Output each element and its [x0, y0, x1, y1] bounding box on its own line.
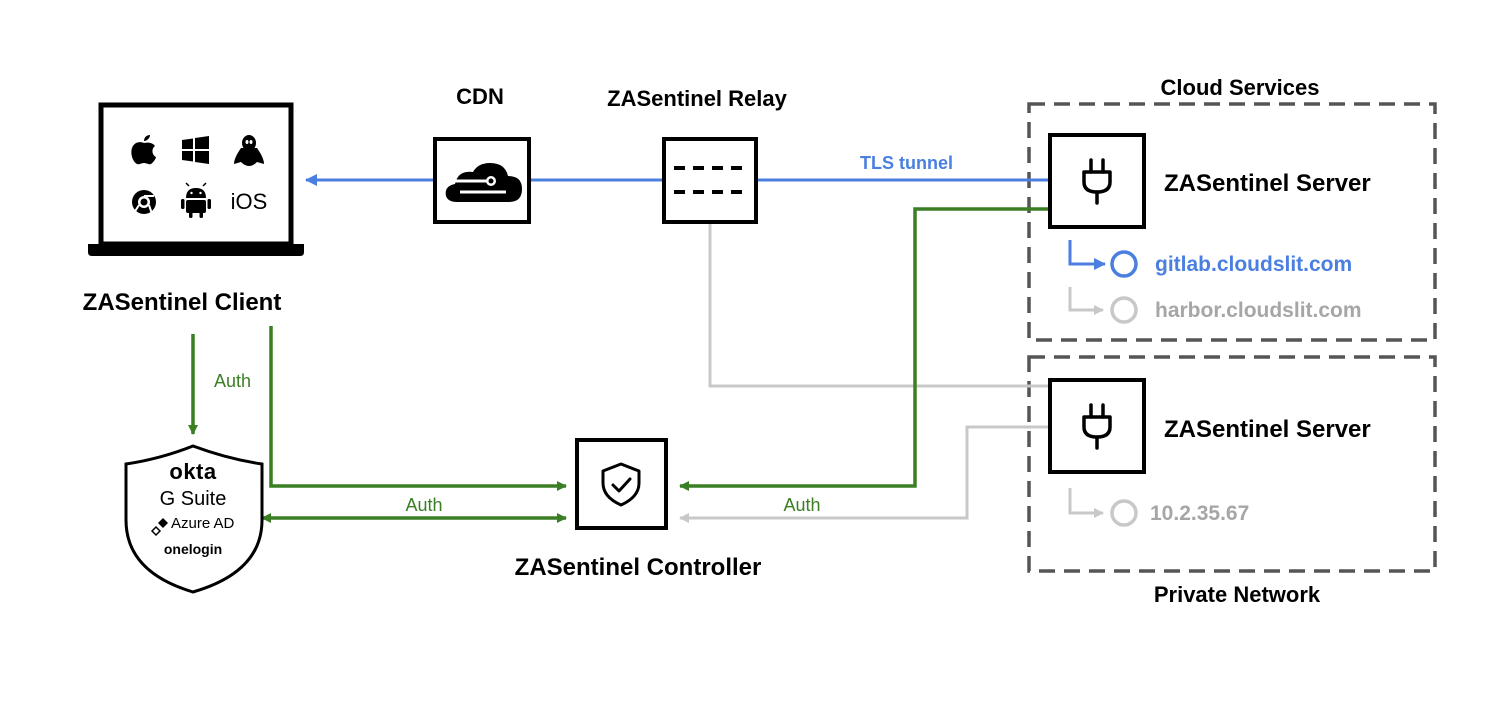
- controller-shield-icon: [601, 462, 641, 507]
- relay-private-connection: [708, 224, 1049, 388]
- idp-okta-label: okta: [169, 459, 217, 484]
- gitlab-resource-label: gitlab.cloudslit.com: [1155, 253, 1353, 276]
- private-ip-node: [1110, 499, 1138, 527]
- cloud-services-label: Cloud Services: [1160, 75, 1320, 100]
- client-controller-auth-arrow: [269, 326, 567, 491]
- harbor-node: [1110, 296, 1138, 324]
- linux-icon: [234, 135, 264, 166]
- ios-label: iOS: [230, 189, 268, 214]
- private-server-label: ZASentinel Server: [1164, 416, 1371, 443]
- auth-label-client-idp: Auth: [214, 371, 252, 391]
- cloud-server-plug-icon: [1082, 158, 1112, 205]
- idp-onelogin-label: onelogin: [163, 541, 223, 557]
- chrome-icon: [132, 190, 156, 215]
- auth-label-idp-controller: Auth: [405, 495, 443, 515]
- gitlab-node: [1110, 250, 1138, 278]
- cdn-label: CDN: [456, 84, 504, 109]
- relay-box: [662, 137, 758, 224]
- cloud-server-box: [1048, 133, 1146, 229]
- private-server-controller-arrow: [679, 425, 1049, 523]
- cloud-server-label: ZASentinel Server: [1164, 170, 1371, 197]
- private-ip-resource-label: 10.2.35.67: [1150, 502, 1250, 525]
- private-server-box: [1048, 378, 1146, 474]
- client-laptop: [88, 102, 304, 256]
- gitlab-connector: [1068, 240, 1106, 270]
- private-server-plug-icon: [1082, 403, 1112, 450]
- private-network-group: [1027, 355, 1437, 573]
- cloud-server-controller-arrow: [679, 207, 1049, 491]
- idp-gsuite-label: G Suite: [159, 488, 227, 510]
- relay-label: ZASentinel Relay: [607, 86, 787, 111]
- cloud-services-group: [1027, 102, 1437, 342]
- private-network-label: Private Network: [1153, 582, 1321, 607]
- identity-provider-badge: [124, 444, 264, 594]
- harbor-connector: [1068, 287, 1104, 315]
- harbor-resource-label: harbor.cloudslit.com: [1155, 299, 1362, 322]
- auth-label-server-controller: Auth: [783, 495, 821, 515]
- android-icon: [181, 182, 211, 218]
- idp-azure-label: Azure AD: [171, 515, 235, 532]
- azure-ad-icon: [150, 518, 168, 537]
- controller-label: ZASentinel Controller: [514, 554, 762, 581]
- apple-icon: [131, 135, 156, 165]
- client-label: ZASentinel Client: [82, 289, 282, 316]
- cloud-icon: [440, 163, 522, 202]
- controller-box: [575, 438, 668, 530]
- windows-icon: [182, 136, 209, 164]
- tls-tunnel-label: TLS tunnel: [860, 153, 953, 173]
- private-ip-connector: [1068, 488, 1104, 518]
